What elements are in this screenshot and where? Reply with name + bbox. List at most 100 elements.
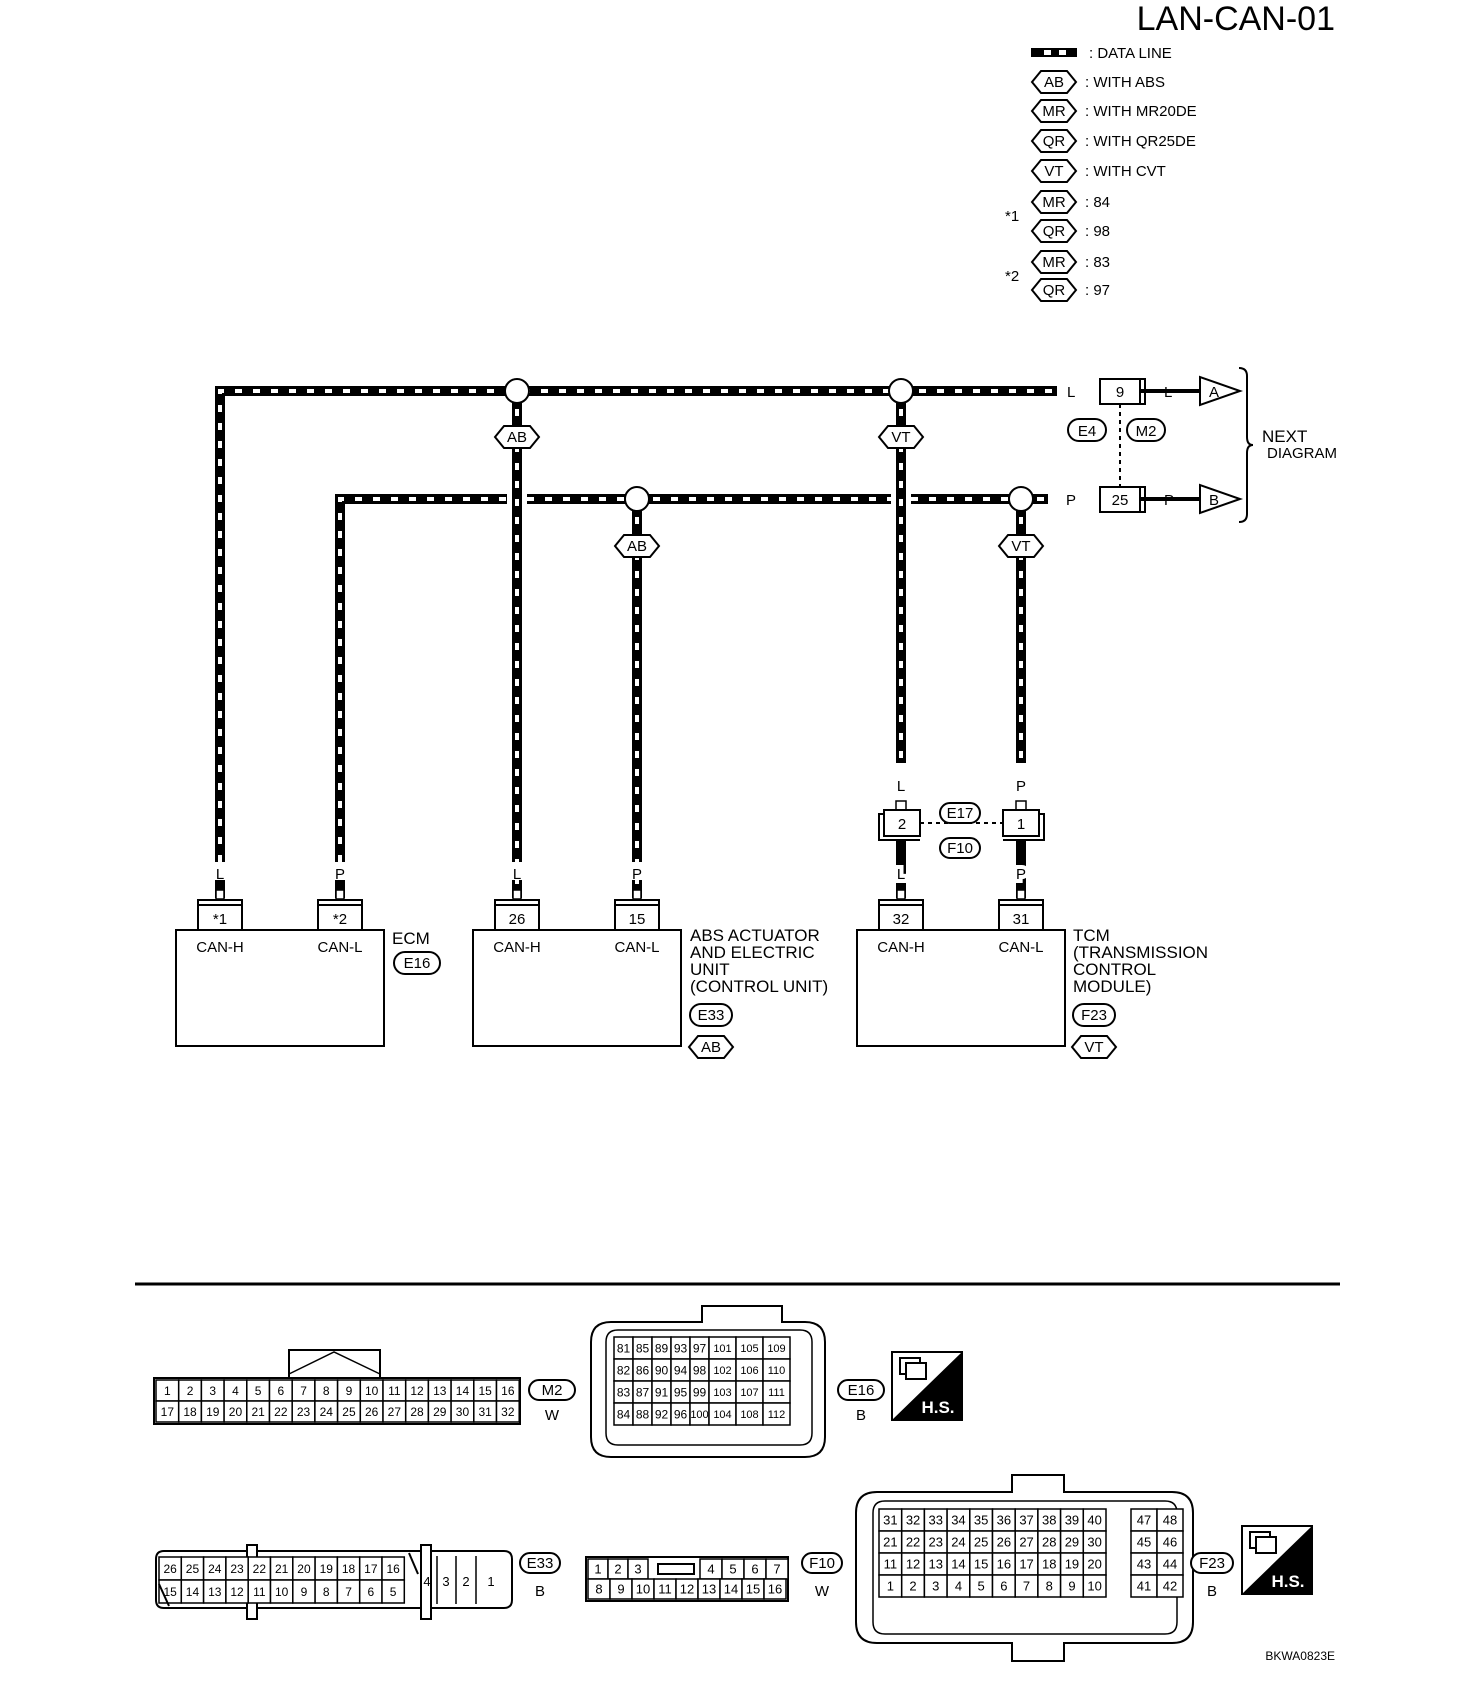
f23-pin-cell	[1156, 1574, 1184, 1598]
m2-pin-number: 4	[232, 1384, 239, 1398]
svg-text:E17: E17	[947, 805, 974, 822]
m2-pin-number: 29	[433, 1405, 447, 1419]
svg-text:9: 9	[1116, 384, 1124, 401]
m2-pin-number: 22	[274, 1405, 288, 1419]
splice-l-abs	[624, 486, 650, 512]
f23-pin-number: 41	[1137, 1579, 1151, 1594]
m2-pin-number: 18	[183, 1405, 197, 1419]
f23-pin-number: 2	[909, 1579, 916, 1594]
f23-pin-number: 40	[1087, 1513, 1101, 1528]
e33-pin-number: 17	[364, 1562, 378, 1576]
e16-pin-number: 90	[655, 1363, 669, 1377]
e33-pin-number: 6	[368, 1585, 375, 1599]
m2-pin-number: 8	[323, 1384, 330, 1398]
m2-pin-number: 20	[229, 1405, 243, 1419]
legend-with-mr20de: MR : WITH MR20DE	[1031, 99, 1197, 123]
f23-pin-number: 31	[883, 1513, 897, 1528]
e16-pin-number: 81	[617, 1341, 631, 1355]
svg-text:L: L	[1067, 384, 1075, 401]
unit-wire-labels: L P L P	[212, 862, 645, 883]
svg-text:: 98: : 98	[1085, 223, 1110, 240]
svg-text:MODULE): MODULE)	[1073, 977, 1151, 996]
m2-pin-number: 28	[410, 1405, 424, 1419]
e33-pin-number: 13	[208, 1585, 222, 1599]
svg-text:AB: AB	[627, 538, 647, 555]
f23-pin-number: 33	[929, 1513, 943, 1528]
m2-pin-number: 13	[433, 1384, 447, 1398]
svg-text:F23: F23	[1199, 1555, 1225, 1572]
m2-pin-number: 7	[300, 1384, 307, 1398]
svg-text:CAN-L: CAN-L	[998, 939, 1043, 956]
e16-pin-number: 83	[617, 1385, 631, 1399]
f23-pin-number: 13	[929, 1557, 943, 1572]
svg-text:: WITH CVT: : WITH CVT	[1085, 163, 1166, 180]
svg-text:(CONTROL UNIT): (CONTROL UNIT)	[690, 977, 828, 996]
e16-pin-number: 97	[693, 1341, 707, 1355]
f23-pin-number: 20	[1087, 1557, 1101, 1572]
m2-pin-number: 19	[206, 1405, 220, 1419]
f10-pin-number: 8	[595, 1582, 602, 1597]
m2-pin-number: 11	[388, 1384, 401, 1398]
e33-pin-cell	[381, 1579, 406, 1604]
legend-star2: *2 MR : 83 QR : 97	[1005, 250, 1110, 302]
f23-pin-number: 16	[997, 1557, 1011, 1572]
m2-pin-number: 9	[346, 1384, 353, 1398]
e16-pin-number: 102	[713, 1365, 731, 1377]
f23-pin-number: 22	[906, 1535, 920, 1550]
f23-pin-number: 18	[1042, 1557, 1056, 1572]
svg-text:P: P	[1066, 492, 1076, 509]
splice-points	[504, 378, 1034, 512]
m2-pin-number: 21	[251, 1405, 265, 1419]
e16-pin-number: 100	[690, 1409, 708, 1421]
svg-text:VT: VT	[1084, 1039, 1103, 1056]
arrow-b	[1199, 483, 1244, 515]
f23-pin-number: 1	[887, 1579, 894, 1594]
svg-text:DIAGRAM: DIAGRAM	[1267, 445, 1337, 462]
legend-with-cvt: VT : WITH CVT	[1031, 159, 1166, 183]
svg-text:F10: F10	[947, 840, 973, 857]
f10-pin-number: 6	[751, 1562, 758, 1577]
svg-text:A: A	[1209, 384, 1219, 401]
svg-text:TCM: TCM	[1073, 926, 1110, 945]
ecm-connector-id: E16	[404, 955, 431, 972]
svg-text:E4: E4	[1078, 423, 1096, 440]
m2-pin-number: 1	[164, 1384, 171, 1398]
f23-pin-number: 10	[1087, 1579, 1101, 1594]
svg-text:MR: MR	[1042, 103, 1065, 120]
f10-pin-number: 10	[636, 1582, 650, 1597]
ecm-pin-h: *1	[213, 911, 227, 928]
f23-pin-number: 36	[997, 1513, 1011, 1528]
legend-with-qr25de: QR : WITH QR25DE	[1031, 129, 1196, 153]
f23-pin-number: 45	[1137, 1535, 1151, 1550]
svg-text:31: 31	[1013, 911, 1030, 928]
legend-star1: *1 MR : 84 QR : 98	[1005, 190, 1110, 243]
f23-pin-number: 6	[1000, 1579, 1007, 1594]
e33-pin-number: 2	[462, 1574, 469, 1589]
f23-pin-number: 46	[1163, 1535, 1177, 1550]
e33-pin-number: 21	[275, 1562, 289, 1576]
splice-h-abs	[504, 378, 530, 404]
f10-pin-number: 4	[707, 1562, 714, 1577]
e16-pin-number: 101	[713, 1343, 731, 1355]
f10-pin-number: 1	[594, 1562, 601, 1577]
e33-pin-number: 8	[323, 1585, 330, 1599]
f23-pin-number: 28	[1042, 1535, 1056, 1550]
legend-with-abs: AB : WITH ABS	[1031, 70, 1165, 94]
e33-pin-number: 23	[230, 1562, 244, 1576]
svg-text:B: B	[1207, 1583, 1217, 1600]
f23-pin-number: 4	[955, 1579, 962, 1594]
svg-text:P: P	[1016, 866, 1026, 883]
svg-text:(TRANSMISSION: (TRANSMISSION	[1073, 943, 1208, 962]
e33-pin-number: 12	[230, 1585, 244, 1599]
f10-pin-number: 9	[617, 1582, 624, 1597]
f23-pin-number: 21	[883, 1535, 897, 1550]
svg-text:: 83: : 83	[1085, 254, 1110, 271]
e16-pin-number: 84	[617, 1407, 631, 1421]
svg-text:F10: F10	[809, 1555, 835, 1572]
f23-pin-number: 11	[884, 1557, 898, 1572]
svg-text:E16: E16	[848, 1382, 875, 1399]
e16-pin-number: 111	[768, 1387, 785, 1399]
svg-text:NEXT: NEXT	[1262, 427, 1307, 446]
m2-pin-number: 30	[456, 1405, 470, 1419]
